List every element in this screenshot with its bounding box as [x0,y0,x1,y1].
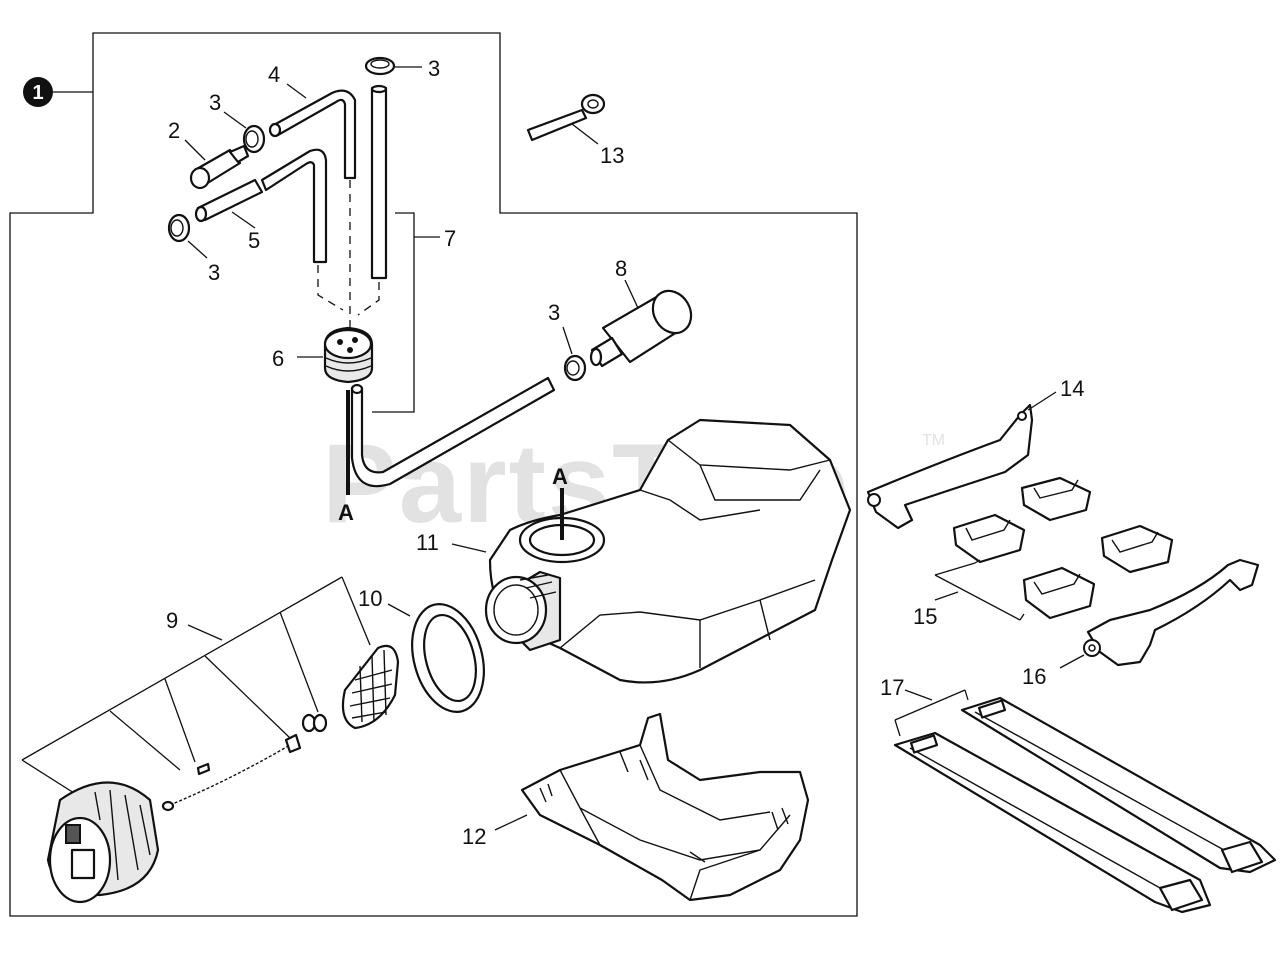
leader-group-9 [21,576,371,801]
assembly-frame [9,32,858,917]
part-straps-17[interactable] [893,696,1277,914]
callout-12[interactable]: 12 [462,824,486,849]
ref-a-tank[interactable]: A [552,464,568,489]
callout-16[interactable]: 16 [1022,664,1046,689]
part-seal-mid[interactable] [242,124,266,154]
part-washers[interactable] [301,713,328,733]
part-seal-left[interactable] [167,213,191,243]
assembly-callout-label: 1 [32,82,43,104]
part-fuel-line-long[interactable] [350,376,556,488]
part-bracket-16[interactable] [1083,558,1260,667]
ref-a-left[interactable]: A [338,500,354,525]
callout-4[interactable]: 4 [268,62,280,87]
part-gasket-10[interactable] [401,596,495,720]
part-pads-15[interactable] [952,476,1174,620]
callout-14[interactable]: 14 [1060,376,1084,401]
assembly-callout[interactable]: 1 [23,77,93,107]
callout-6[interactable]: 6 [272,346,284,371]
part-fuel-filter-8[interactable] [589,284,699,368]
callout-13[interactable]: 13 [600,143,624,168]
part-seal-right[interactable] [563,354,587,382]
part-fuel-cap[interactable] [46,781,160,904]
part-bracket-14[interactable] [866,403,1034,530]
part-seal-top[interactable] [364,56,396,76]
callout-5[interactable]: 5 [248,228,260,253]
callout-15[interactable]: 15 [913,604,937,629]
part-fitting-2[interactable] [189,144,250,190]
watermark-trademark: TM [922,432,945,449]
part-fuel-tank-11[interactable] [484,418,852,684]
callout-3-right[interactable]: 3 [548,300,560,325]
part-fuel-line-7[interactable] [370,84,388,280]
callout-2[interactable]: 2 [168,118,180,143]
callout-8[interactable]: 8 [615,256,627,281]
part-tank-support-12[interactable] [520,712,810,902]
part-fuel-line-4[interactable] [268,89,357,180]
part-filter-screen[interactable] [341,644,400,730]
callout-3-top[interactable]: 3 [428,56,440,81]
callout-11[interactable]: 11 [416,530,439,555]
callout-10[interactable]: 10 [358,586,382,611]
part-retainer-chain[interactable] [161,733,302,812]
callout-3-left[interactable]: 3 [208,260,220,285]
part-grommet-6[interactable] [323,326,374,384]
callout-7[interactable]: 7 [444,226,456,251]
part-clip-13[interactable] [526,93,606,142]
part-fuel-line-5[interactable] [194,148,328,264]
callout-3-mid[interactable]: 3 [209,90,221,115]
callout-9[interactable]: 9 [166,608,178,633]
callout-17[interactable]: 17 [880,675,904,700]
